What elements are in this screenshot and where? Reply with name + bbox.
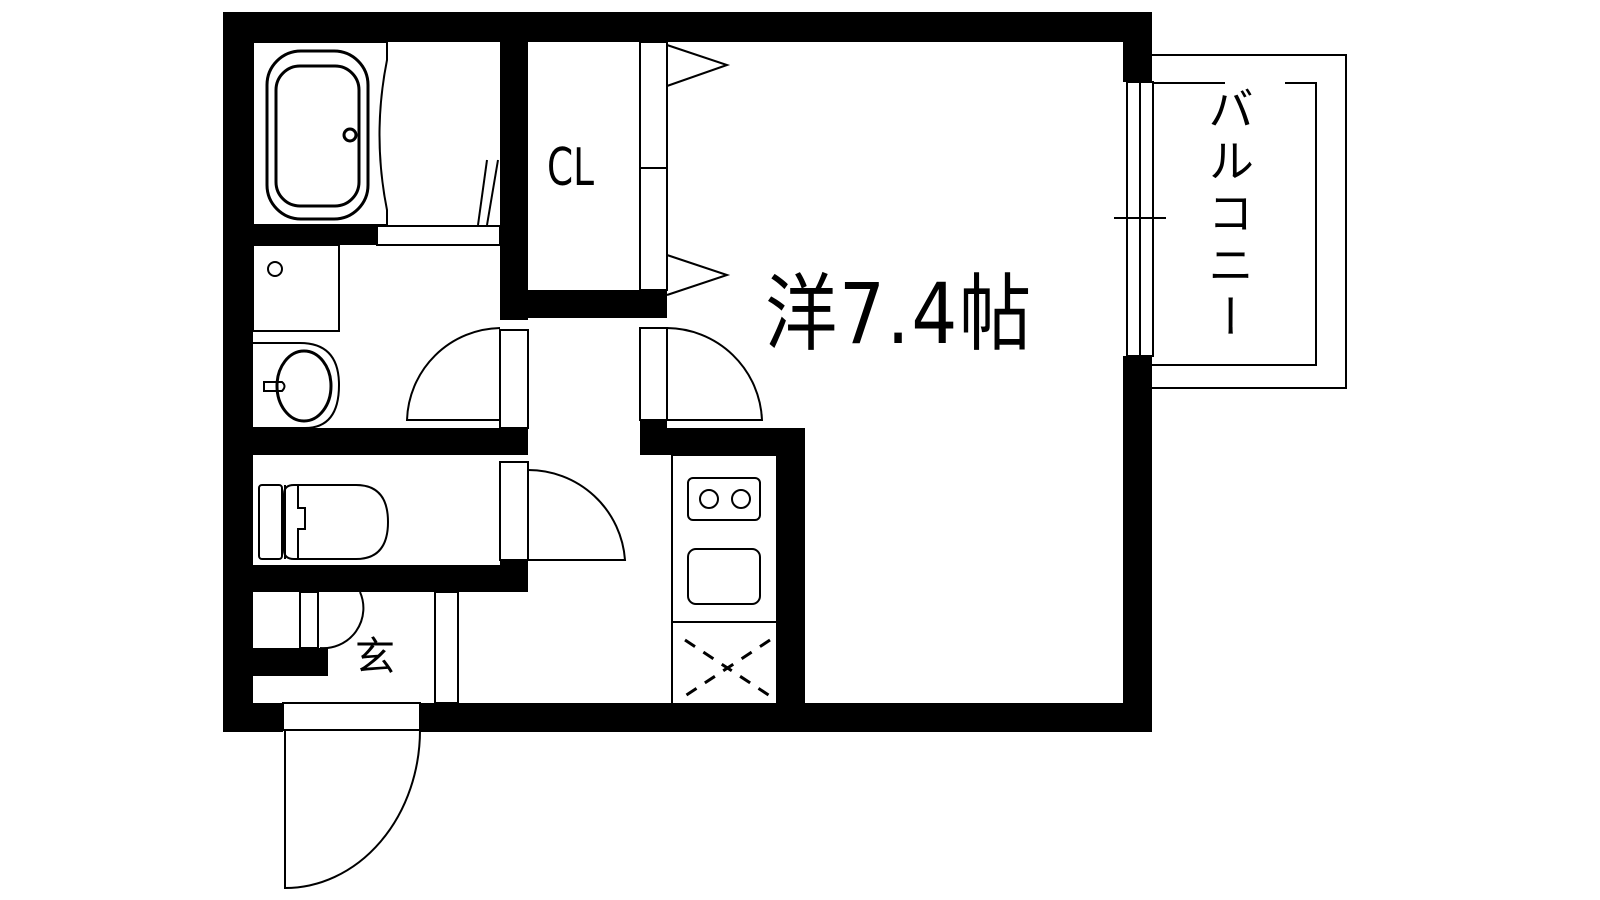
kitchen-sink-icon [687, 548, 761, 605]
drain-icon [342, 127, 358, 143]
toilet-room [258, 461, 627, 561]
entrance-door[interactable] [284, 729, 421, 890]
closet-door-right[interactable] [666, 254, 731, 296]
entrance-label: 玄 [355, 634, 395, 680]
wash-basin [253, 342, 341, 429]
balcony [1152, 54, 1347, 389]
closet [639, 41, 731, 296]
entrance-step [434, 591, 459, 704]
closet-door-left[interactable] [666, 44, 731, 87]
washing-machine-space [252, 244, 340, 332]
toilet-door-swing[interactable] [527, 468, 627, 561]
washroom-door-swing[interactable] [405, 327, 501, 421]
entrance [282, 591, 459, 890]
interior-walls [253, 42, 805, 718]
sink-icon [275, 349, 333, 423]
main-room-door[interactable] [639, 327, 764, 421]
closet-label: CL [547, 138, 595, 198]
kitchen [671, 454, 778, 706]
shoe-cabinet [299, 591, 319, 649]
washroom [252, 244, 529, 429]
bathtub-icon [274, 64, 361, 208]
balcony-window[interactable] [1114, 81, 1166, 357]
outer-walls [223, 12, 1152, 732]
balcony-label: バルコニー [1201, 85, 1255, 345]
toilet-icon [283, 484, 390, 560]
bathroom [252, 41, 501, 246]
main-room-label: 洋7.4帖 [765, 265, 1033, 363]
stove-icon [687, 477, 761, 521]
